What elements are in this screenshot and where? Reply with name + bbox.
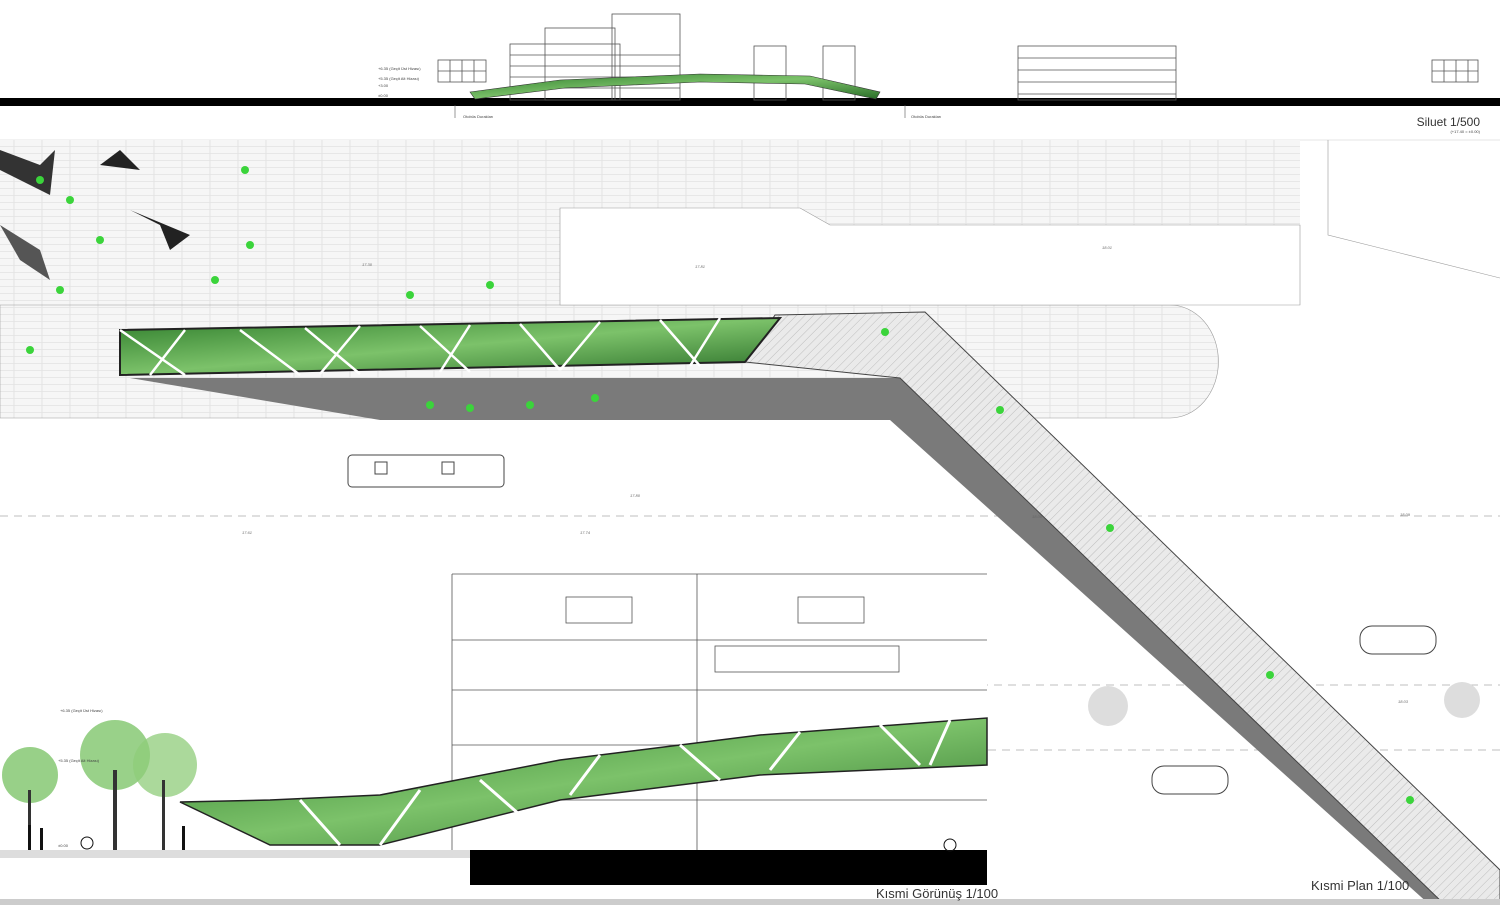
spot-level: 17.80 (630, 493, 641, 498)
level-label: +6.35 (Geçit Üst Hizası) (378, 66, 421, 71)
tree-plan (1088, 686, 1128, 726)
bridge-green-plan (119, 316, 783, 377)
elevation-level: +5.35 (Geçit Alt Hizası) (58, 758, 100, 763)
elevation-title: Kısmi Görünüş 1/100 (876, 886, 999, 901)
spot-level: 17.30 (362, 262, 373, 267)
level-label: +5.35 (Geçit Alt Hizası) (378, 76, 420, 81)
ground-line (0, 98, 1500, 106)
tree-plan (1444, 682, 1480, 718)
bus (347, 454, 505, 488)
spot-level: 17.61 (242, 530, 253, 535)
silhouette-subtitle: (+17.40 = ±0.00) (1450, 129, 1480, 134)
bus-stop-label: Otobüs Durakları (463, 114, 494, 119)
elevation-section (0, 570, 988, 885)
trees-elevation (2, 720, 197, 850)
spot-level: 17.81 (695, 264, 706, 269)
bus-stop-island (559, 207, 1301, 306)
car (1359, 625, 1437, 655)
level-label: +3.00 (378, 83, 389, 88)
spot-level: 18.00 (1032, 514, 1043, 519)
plan-section (0, 140, 1500, 905)
bridge-walkway-diagonal (744, 311, 1500, 905)
people (28, 825, 957, 852)
silhouette-section (0, 13, 1500, 118)
spot-level: 18.03 (1398, 699, 1409, 704)
spot-level: 17.74 (580, 530, 591, 535)
silhouette-buildings (437, 13, 1479, 101)
car (1151, 765, 1229, 795)
bus-stop-label: Otobüs Durakları (911, 114, 942, 119)
elevation-level: ±0.00 (58, 843, 68, 848)
silhouette-bridge (469, 73, 881, 100)
level-label: ±0.00 (378, 93, 388, 98)
spot-level: 18.01 (1102, 245, 1113, 250)
elevation-ground (470, 850, 987, 885)
silhouette-title: Siluet 1/500 (1416, 115, 1480, 129)
trees-plan (26, 166, 1414, 804)
plan-title: Kısmi Plan 1/100 (1311, 878, 1410, 893)
elevation-level: +6.35 (Geçit Üst Hizası) (60, 708, 103, 713)
spot-level: 18.09 (1400, 512, 1411, 517)
